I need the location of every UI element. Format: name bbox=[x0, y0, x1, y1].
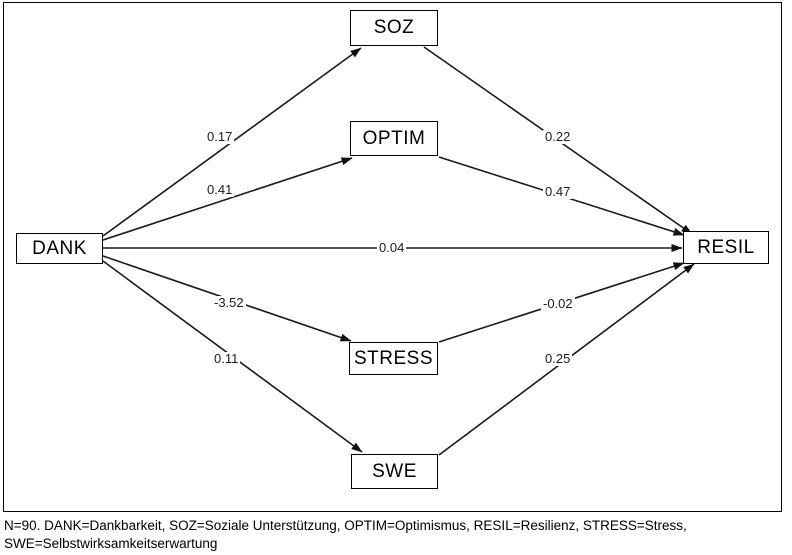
path-label-dank-optim: 0.41 bbox=[205, 182, 235, 197]
edge-dank-optim bbox=[102, 157, 353, 241]
path-label-dank-soz: 0.17 bbox=[205, 129, 235, 144]
figure-caption: N=90. DANK=Dankbarkeit, SOZ=Soziale Unte… bbox=[4, 517, 788, 553]
figure-frame bbox=[3, 2, 782, 512]
path-label-swe-resil: 0.25 bbox=[543, 351, 573, 366]
path-label-optim-resil: 0.47 bbox=[543, 184, 573, 199]
path-label-dank-resil: 0.04 bbox=[377, 240, 407, 255]
path-label-stress-resil: -0.02 bbox=[541, 296, 575, 311]
node-swe[interactable]: SWE bbox=[351, 454, 438, 489]
path-diagram-canvas bbox=[102, 46, 695, 456]
caption-line-1: N=90. DANK=Dankbarkeit, SOZ=Soziale Unte… bbox=[4, 518, 687, 533]
node-dank[interactable]: DANK bbox=[16, 233, 103, 264]
caption-line-2: SWE=Selbstwirksamkeitserwartung bbox=[4, 536, 218, 551]
path-label-soz-resil: 0.22 bbox=[543, 129, 573, 144]
node-optim[interactable]: OPTIM bbox=[350, 121, 438, 156]
node-soz[interactable]: SOZ bbox=[350, 10, 438, 46]
node-stress[interactable]: STRESS bbox=[349, 342, 438, 375]
node-resil[interactable]: RESIL bbox=[683, 231, 769, 264]
path-label-dank-stress: -3.52 bbox=[212, 295, 246, 310]
path-label-dank-swe: 0.11 bbox=[212, 351, 241, 366]
